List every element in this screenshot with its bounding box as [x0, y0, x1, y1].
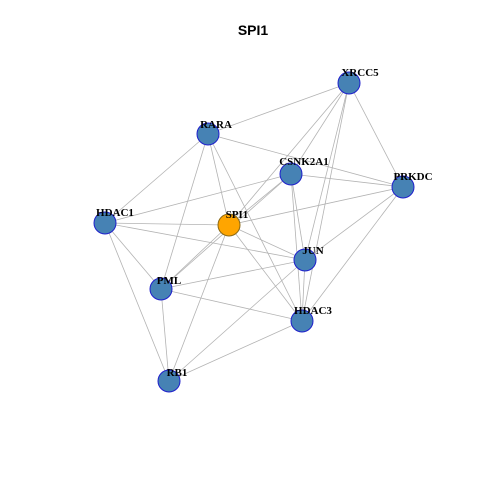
node-label-prkdc: PRKDC	[393, 171, 432, 183]
node-csnk2a1	[279, 162, 303, 186]
edge-hdac1-rb1	[104, 222, 170, 382]
node-xrcc5	[337, 71, 361, 95]
edge-prkdc-jun	[304, 186, 404, 261]
nodes-layer	[93, 71, 415, 393]
node-label-xrcc5: XRCC5	[341, 67, 379, 79]
node-jun	[293, 248, 317, 272]
edge-spi1-hdac3	[228, 224, 303, 322]
node-pml	[149, 277, 173, 301]
node-label-rara: RARA	[200, 119, 232, 131]
node-label-csnk2a1: CSNK2A1	[279, 156, 329, 168]
edge-hdac1-spi1	[104, 222, 230, 226]
edge-jun-pml	[160, 259, 306, 290]
edge-rara-hdac1	[104, 133, 209, 224]
edge-spi1-jun	[228, 224, 306, 261]
node-rb1	[157, 369, 181, 393]
node-label-hdac1: HDAC1	[96, 207, 134, 219]
node-hdac3	[290, 309, 314, 333]
node-label-spi1: SPI1	[226, 209, 249, 221]
edge-prkdc-hdac3	[301, 186, 404, 322]
edge-csnk2a1-hdac3	[290, 173, 303, 322]
node-label-hdac3: HDAC3	[294, 305, 332, 317]
edge-csnk2a1-prkdc	[290, 173, 404, 188]
edge-spi1-rb1	[168, 224, 230, 382]
edge-xrcc5-spi1	[228, 82, 350, 226]
edge-xrcc5-rara	[207, 82, 350, 135]
edge-csnk2a1-spi1	[228, 173, 292, 226]
edge-jun-rb1	[168, 259, 306, 382]
edge-hdac1-jun	[104, 222, 306, 261]
edge-xrcc5-prkdc	[348, 82, 404, 188]
edge-spi1-pml	[160, 224, 230, 290]
edge-rara-prkdc	[207, 133, 404, 188]
edge-pml-rb1	[160, 288, 170, 382]
graph-title: SPI1	[238, 22, 269, 38]
node-label-jun: JUN	[302, 245, 323, 257]
edge-xrcc5-jun	[304, 82, 350, 261]
edge-pml-hdac3	[160, 288, 303, 322]
node-label-rb1: RB1	[167, 367, 188, 379]
edge-xrcc5-hdac3	[301, 82, 350, 322]
node-label-pml: PML	[157, 275, 181, 287]
edge-hdac1-pml	[104, 222, 162, 290]
node-rara	[196, 122, 220, 146]
edge-prkdc-spi1	[228, 186, 404, 226]
edges-layer	[104, 82, 404, 382]
edge-rb1-hdac3	[168, 320, 303, 382]
node-spi1	[217, 213, 241, 237]
edge-rara-hdac3	[207, 133, 303, 322]
edge-csnk2a1-hdac1	[104, 173, 292, 224]
node-hdac1	[93, 211, 117, 235]
node-prkdc	[391, 175, 415, 199]
edge-rara-spi1	[207, 133, 230, 226]
edge-csnk2a1-jun	[290, 173, 306, 261]
edge-rara-pml	[160, 133, 209, 290]
